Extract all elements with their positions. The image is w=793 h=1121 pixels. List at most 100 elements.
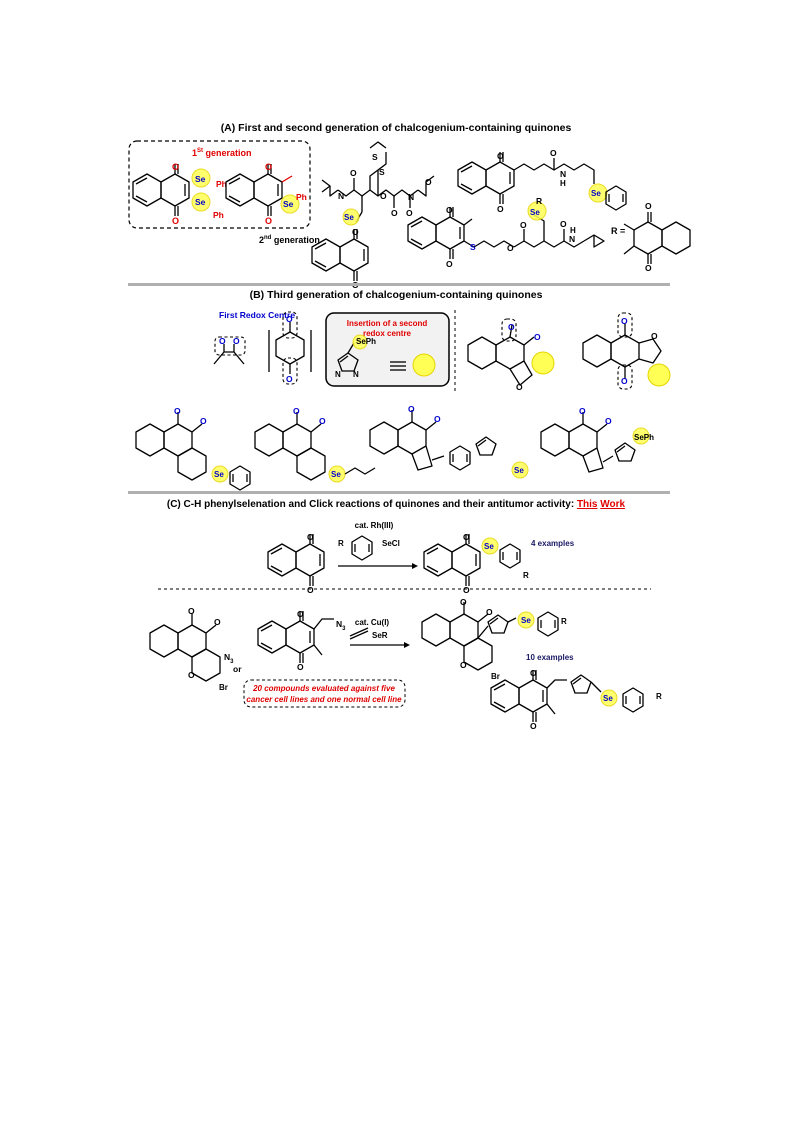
atom-o: O — [460, 597, 467, 607]
atom-o: O — [188, 606, 195, 616]
atom-r: R — [536, 196, 542, 206]
tbutyl — [583, 234, 605, 248]
atom-o: O — [293, 406, 300, 416]
arrow-head-icon — [412, 563, 418, 569]
atom-se: Se — [331, 470, 341, 479]
arylselenyl-chloride — [351, 535, 373, 561]
atom-n: N — [569, 234, 575, 244]
atom-se: Se — [214, 470, 224, 479]
atom-r: R — [338, 539, 344, 548]
atom-o: O — [297, 662, 304, 672]
second-generation-label: 2nd generation — [259, 235, 320, 245]
ten-examples-label: 10 examples — [526, 653, 574, 662]
first-gen-molecule-2 — [225, 163, 300, 217]
azidomethyl-naphthoquinone — [257, 610, 334, 664]
atom-o: O — [214, 617, 221, 627]
atom-o: O — [651, 331, 658, 341]
third-gen-para-quinone-1 — [582, 312, 671, 390]
ser-label: SeR — [372, 631, 388, 640]
atom-o: O — [174, 406, 181, 416]
atom-o: O — [520, 220, 527, 230]
atom-o: O — [265, 216, 272, 226]
arrow-head-icon — [404, 642, 410, 648]
insertion-label-1: Insertion of a second — [347, 319, 428, 328]
atom-s: S — [372, 152, 378, 162]
atom-h: H — [560, 179, 566, 188]
atom-n: N — [560, 169, 566, 179]
rh-catalyst: cat. Rh(III) — [355, 521, 394, 530]
atom-o: O — [534, 332, 541, 342]
atom-se: Se — [591, 189, 601, 198]
atom-ph: Ph — [213, 210, 224, 220]
atom-o: O — [233, 336, 240, 346]
atom-se: Se — [484, 542, 494, 551]
atom-o: O — [200, 416, 207, 426]
atom-o: O — [516, 382, 523, 392]
triazole-lapachone-product — [421, 602, 559, 671]
para-quinone-fragment — [268, 311, 312, 385]
atom-o: O — [319, 416, 326, 426]
atom-se: Se — [195, 197, 206, 207]
atom-o: O — [350, 168, 357, 178]
third-gen-ortho-quinone-1 — [467, 318, 555, 386]
atom-o: O — [188, 670, 195, 680]
secl-label: SeCl — [382, 539, 400, 548]
first-gen-molecule-1 — [132, 163, 211, 217]
section-b-title: (B) Third generation of chalcogenium-con… — [250, 289, 543, 301]
naphthoquinone-reactant — [267, 533, 325, 587]
atom-o: O — [605, 416, 612, 426]
evaluation-note-line-2: cancer cell lines and one normal cell li… — [246, 695, 402, 704]
atom-o: O — [265, 162, 272, 172]
atom-se: Se — [283, 199, 294, 209]
atom-o: O — [172, 162, 179, 172]
atom-o: O — [286, 374, 293, 384]
atom-n: N — [408, 192, 414, 202]
atom-o: O — [391, 208, 398, 218]
atom-o: O — [352, 227, 359, 237]
evaluation-note-line-1: 20 compounds evaluated against five — [252, 684, 395, 693]
atom-o: O — [286, 314, 293, 324]
divider-b-c — [128, 491, 670, 494]
atom-o: O — [446, 205, 453, 215]
atom-r: R — [656, 692, 662, 701]
selenylated-product — [423, 533, 521, 587]
atom-o: O — [463, 585, 470, 595]
atom-o: O — [446, 259, 453, 269]
atom-o: O — [297, 609, 304, 619]
first-redox-label: First Redox Centre — [219, 310, 295, 320]
second-gen-molecule-1 — [321, 141, 435, 226]
atom-o: O — [219, 336, 226, 346]
triazole-seph-fragment — [337, 334, 368, 372]
r-equals: R = — [611, 226, 625, 236]
ortho-quinone-fragment — [213, 336, 246, 365]
atom-o: O — [434, 414, 441, 424]
alkyne — [349, 630, 369, 640]
evaluation-note-box — [243, 679, 406, 708]
second-gen-molecule-2 — [457, 151, 627, 211]
atom-o: O — [508, 322, 515, 332]
atom-ph: Ph — [296, 192, 307, 202]
atom-n: N — [353, 370, 359, 379]
atom-n: N — [338, 191, 344, 201]
atom-se: Se — [603, 694, 613, 703]
bromine-label: Br — [491, 672, 500, 681]
atom-o: O — [621, 316, 628, 326]
atom-o: O — [621, 376, 628, 386]
atom-r: R — [561, 617, 567, 626]
seph-label: SePh — [634, 433, 654, 442]
divider-a-b — [128, 283, 670, 286]
atom-o: O — [530, 668, 537, 678]
seph-label: SePh — [356, 337, 376, 346]
insertion-label-2: redox centre — [363, 329, 412, 338]
atom-o: O — [497, 151, 504, 161]
atom-o: O — [645, 201, 652, 211]
bromine-label: Br — [219, 683, 228, 692]
section-c-title: (C) C-H phenylselenation and Click react… — [167, 499, 626, 510]
atom-o: O — [307, 532, 314, 542]
first-generation-box — [128, 140, 311, 229]
atom-o: O — [507, 243, 514, 253]
four-examples-label: 4 examples — [531, 539, 575, 548]
r-group-structure — [623, 212, 691, 264]
cu-catalyst: cat. Cu(I) — [355, 618, 390, 627]
